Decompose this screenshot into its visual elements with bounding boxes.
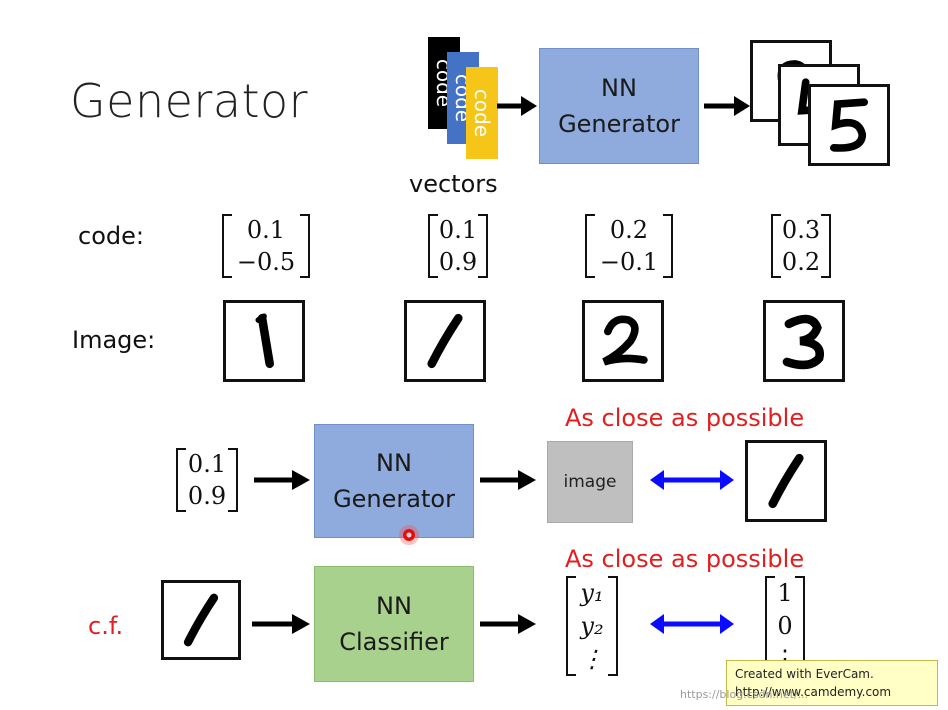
arrow-icon bbox=[497, 96, 537, 116]
close-label-bottom: As close as possible bbox=[565, 545, 805, 573]
target-image-digit bbox=[745, 440, 827, 522]
code-card-yellow: code bbox=[466, 67, 498, 159]
code-vector-1: 0.1−0.5 bbox=[222, 214, 310, 278]
generated-image-placeholder: image bbox=[547, 441, 633, 523]
arrow-icon bbox=[704, 96, 750, 116]
arrow-icon bbox=[252, 614, 310, 634]
middle-generator-box: NN Generator bbox=[314, 424, 474, 538]
code-row-label: code: bbox=[78, 222, 144, 250]
image-digit-4 bbox=[763, 300, 845, 382]
image-digit-2 bbox=[404, 300, 486, 382]
cf-label: c.f. bbox=[88, 612, 124, 640]
output-digit-card-front bbox=[808, 84, 890, 166]
classifier-box: NN Classifier bbox=[314, 566, 474, 682]
double-arrow-icon bbox=[650, 470, 734, 490]
arrow-icon bbox=[480, 614, 536, 634]
image-digit-3 bbox=[582, 300, 664, 382]
double-arrow-icon bbox=[650, 614, 734, 634]
arrow-icon bbox=[254, 470, 310, 490]
cursor-dot-icon bbox=[399, 525, 419, 545]
blog-watermark: https://blog.csdn.net/... bbox=[680, 688, 809, 701]
slide-title: Generator bbox=[70, 74, 309, 128]
code-vector-3: 0.2−0.1 bbox=[585, 214, 673, 278]
classifier-input-digit bbox=[161, 580, 241, 660]
image-digit-1 bbox=[223, 300, 305, 382]
vectors-label: vectors bbox=[409, 170, 498, 198]
evercam-badge: Created with EverCam. http://www.camdemy… bbox=[726, 660, 938, 706]
close-label-top: As close as possible bbox=[565, 404, 805, 432]
top-generator-box: NN Generator bbox=[539, 48, 699, 164]
classifier-output-vector: y₁ y₂ ⋮ bbox=[566, 576, 618, 676]
image-row-label: Image: bbox=[72, 326, 156, 354]
arrow-icon bbox=[480, 470, 536, 490]
